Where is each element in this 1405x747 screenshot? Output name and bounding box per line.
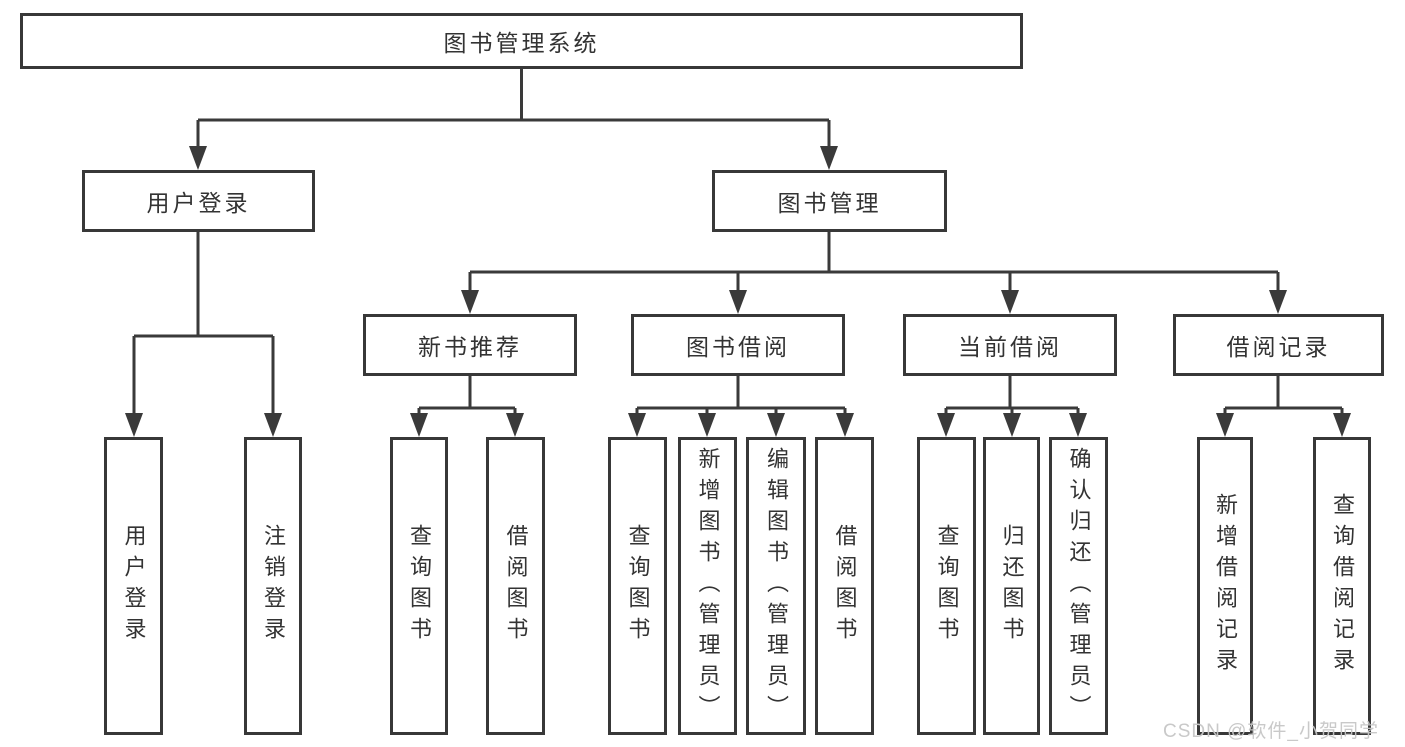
leaf-current-confirm-admin: 确认归还（管理员） [1049, 437, 1108, 735]
node-borrow-records: 借阅记录 [1173, 314, 1384, 376]
watermark: CSDN @软件_小贺同学 [1163, 721, 1379, 742]
arrowheads [125, 146, 1351, 437]
leaf-records-query: 查询借阅记录 [1313, 437, 1371, 735]
node-system-root: 图书管理系统 [20, 13, 1023, 69]
node-current-borrow: 当前借阅 [903, 314, 1117, 376]
leaf-borrow-borrow: 借阅图书 [815, 437, 874, 735]
leaf-borrow-edit-admin: 编辑图书（管理员） [746, 437, 806, 735]
leaf-current-query: 查询图书 [917, 437, 976, 735]
leaf-records-add: 新增借阅记录 [1197, 437, 1253, 735]
leaf-borrow-query: 查询图书 [608, 437, 667, 735]
node-book-management: 图书管理 [712, 170, 947, 232]
leaf-logout: 注销登录 [244, 437, 302, 735]
leaf-borrow-add-admin: 新增图书（管理员） [678, 437, 737, 735]
leaf-newbook-query: 查询图书 [390, 437, 448, 735]
leaf-user-login: 用户登录 [104, 437, 163, 735]
leaf-newbook-borrow: 借阅图书 [486, 437, 545, 735]
node-new-book-recommend: 新书推荐 [363, 314, 577, 376]
node-user-login: 用户登录 [82, 170, 315, 232]
leaf-current-return: 归还图书 [983, 437, 1040, 735]
node-book-borrow: 图书借阅 [631, 314, 845, 376]
